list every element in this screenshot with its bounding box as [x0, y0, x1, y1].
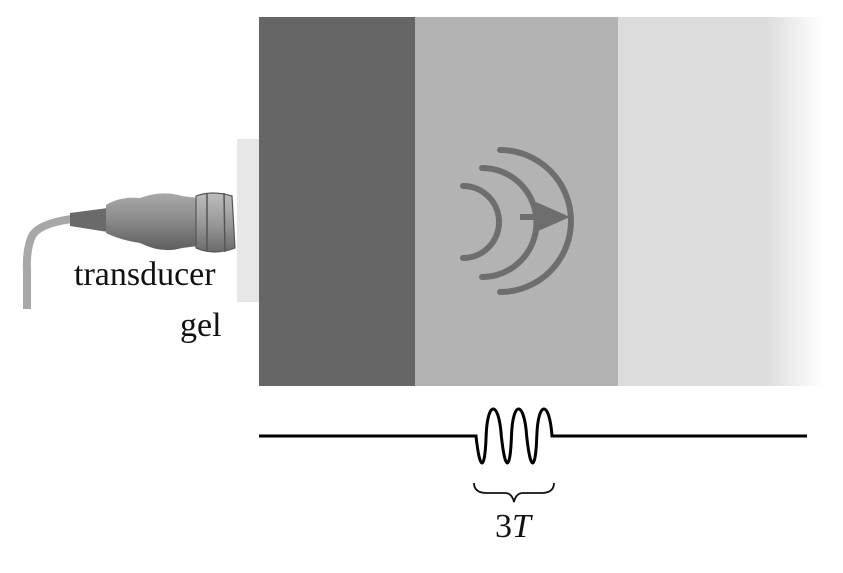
wave-front-1	[460, 183, 502, 261]
pulse-waveform	[259, 407, 807, 465]
arrow-head-icon	[536, 202, 570, 232]
transducer-label: transducer	[74, 256, 216, 293]
probe-head-seam	[223, 192, 226, 253]
transducer-probe	[70, 192, 236, 253]
probe-cable-strain-relief	[70, 208, 108, 232]
duration-symbol: T	[512, 508, 533, 545]
tissue-layer-2	[415, 17, 618, 386]
duration-brace	[473, 482, 555, 503]
tissue-layer-3	[618, 17, 823, 386]
propagation-arrow	[520, 202, 570, 232]
wave-front-3	[497, 147, 574, 295]
transducer-cable	[22, 214, 81, 309]
probe-body	[106, 193, 198, 251]
gel-label: gel	[180, 307, 222, 344]
duration-prefix: 3	[495, 508, 512, 545]
probe-head	[195, 192, 236, 253]
pulse-duration-label: 3T	[495, 508, 533, 545]
pulse-trace	[259, 407, 807, 465]
tissue-layer-1	[259, 17, 415, 386]
gel-strip	[237, 139, 259, 302]
